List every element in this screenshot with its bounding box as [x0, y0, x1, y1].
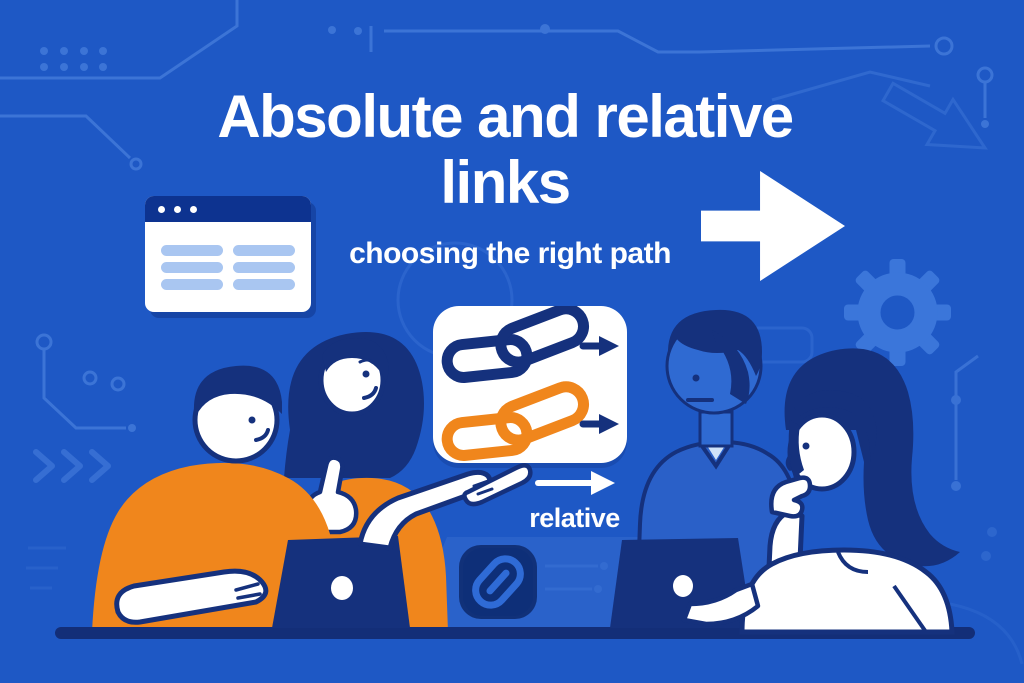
text-line-pill [161, 244, 223, 256]
title-line-1: Absolute and relative [217, 83, 794, 150]
browser-window-icon [145, 196, 311, 312]
link-badge-icon [459, 545, 537, 619]
window-dot-icon [158, 205, 165, 213]
chain-links-card [433, 303, 627, 463]
laptop-left [272, 536, 410, 628]
page-subtitle: choosing the right path [349, 237, 671, 270]
small-arrow-navy-icon [579, 414, 619, 434]
window-dot-icon [190, 205, 197, 213]
text-line-pill [233, 244, 295, 256]
man-left-arm-typing [114, 568, 269, 625]
outline-arrow-decoration [880, 81, 988, 150]
window-dot-icon [174, 205, 181, 213]
browser-content-lines [145, 222, 311, 312]
title-line-2: links [440, 149, 571, 216]
text-line-pill [161, 278, 223, 290]
chevrons-icon [33, 449, 111, 483]
relative-arrow-icon [535, 471, 615, 495]
text-line-pill [233, 278, 295, 290]
dot-grid-icon [40, 24, 550, 71]
chain-link-orange-icon [441, 381, 589, 461]
page-title: Absolute and relative links [0, 84, 1010, 216]
text-line-pill [233, 261, 295, 273]
gear-icon [844, 259, 951, 366]
small-arrow-navy-icon [579, 336, 619, 356]
woman-white-shirt-right [681, 348, 960, 635]
text-line-pill [161, 261, 223, 273]
chain-link-navy-icon [441, 303, 589, 383]
relative-label: relative [529, 503, 620, 533]
hand-on-chin [769, 475, 813, 519]
chain-links-diagram [441, 303, 619, 461]
browser-titlebar [145, 196, 311, 222]
